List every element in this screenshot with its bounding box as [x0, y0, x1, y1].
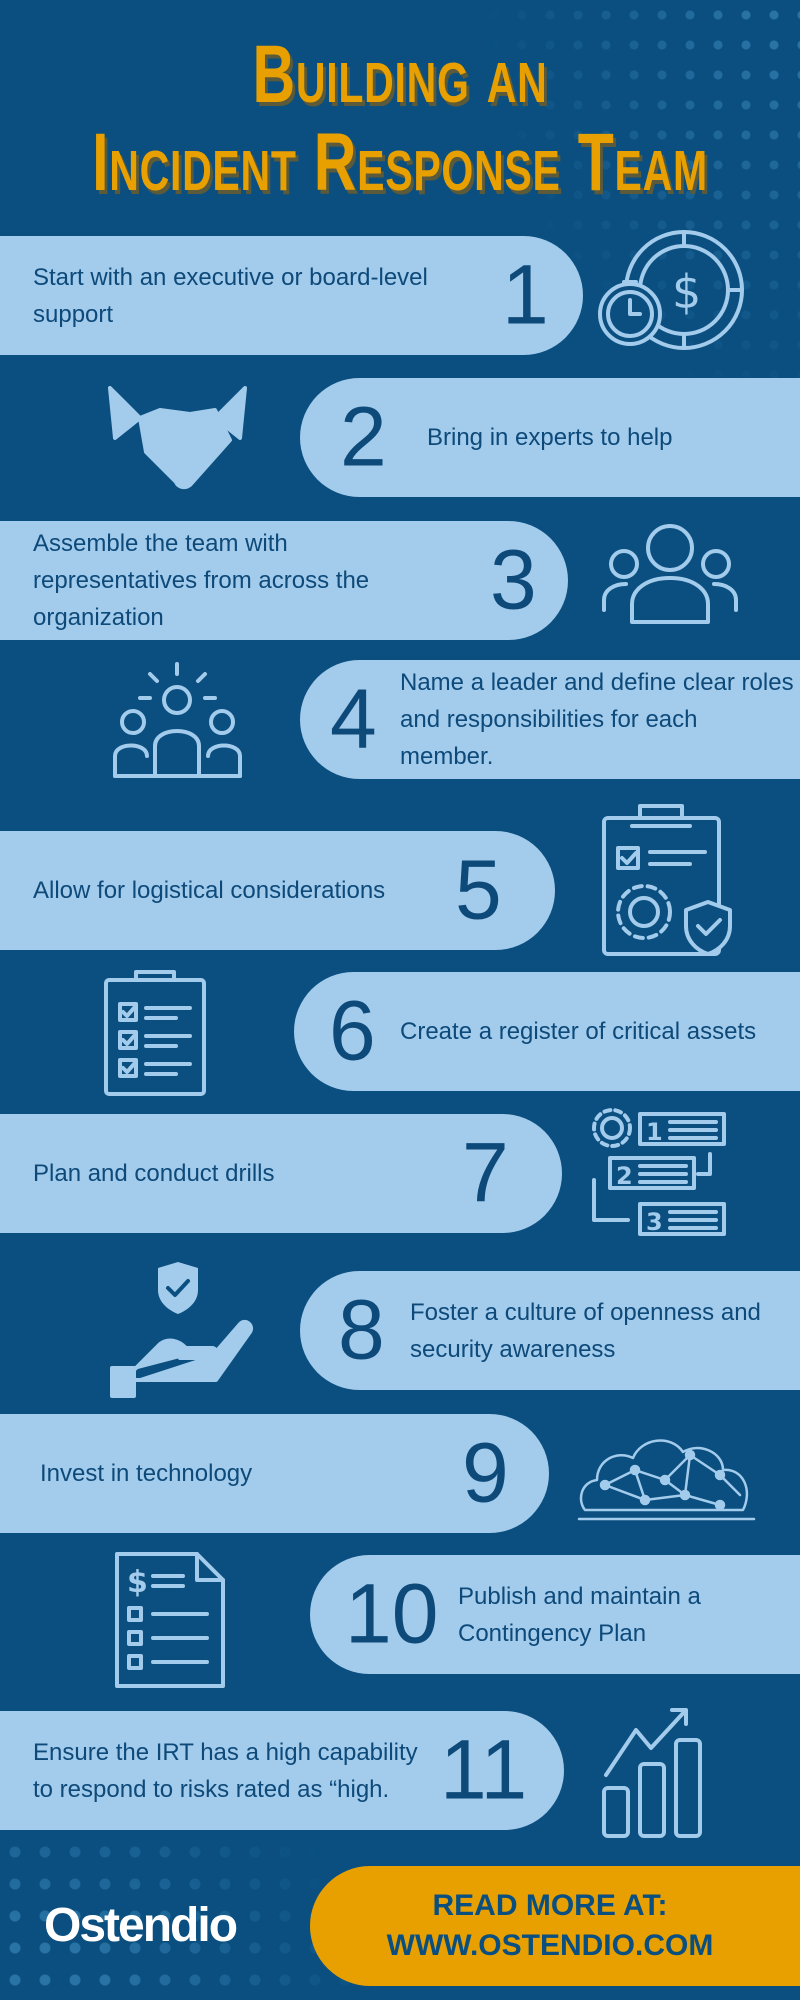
svg-text:3: 3	[646, 1208, 663, 1236]
step-number: 4	[330, 670, 377, 765]
step-11: Ensure the IRT has a high capability to …	[0, 1711, 564, 1830]
step-number: 8	[338, 1281, 385, 1376]
step-text: Start with an executive or board-level s…	[33, 263, 428, 328]
step-text: Create a register of critical assets	[400, 1018, 757, 1045]
stopwatch-coin-icon: $	[592, 228, 752, 358]
step-number: 9	[462, 1424, 509, 1519]
step-text: Plan and conduct drills	[33, 1160, 275, 1187]
handshake-icon	[105, 383, 250, 508]
step-number: 7	[462, 1124, 509, 1219]
step-8: 8 Foster a culture of openness and secur…	[300, 1271, 800, 1390]
read-more-link[interactable]: READ MORE AT: WWW.OSTENDIO.COM	[310, 1866, 800, 1986]
step-text: Ensure the IRT has a high capability to …	[33, 1738, 418, 1803]
step-9: Invest in technology 9	[0, 1414, 549, 1533]
step-number: 3	[490, 531, 537, 626]
title-line-2: Incident Response Team	[92, 117, 708, 208]
step-5: Allow for logistical considerations 5	[0, 831, 555, 950]
step-text: Publish and maintain a Contingency Plan	[458, 1582, 701, 1647]
ostendio-logo: Ostendio	[44, 1899, 238, 1952]
step-number: 6	[329, 982, 376, 1077]
leader-team-icon	[110, 660, 245, 780]
step-3: Assemble the team with representatives f…	[0, 521, 568, 640]
growth-chart-icon	[600, 1705, 760, 1840]
clipboard-gear-shield-icon	[600, 800, 740, 960]
cta-line-2[interactable]: WWW.OSTENDIO.COM	[386, 1929, 714, 1962]
step-text: Bring in experts to help	[427, 424, 673, 451]
step-1: Start with an executive or board-level s…	[0, 236, 583, 355]
step-number: 2	[340, 388, 387, 483]
step-text: Foster a culture of openness and securit…	[410, 1298, 761, 1363]
cta-line-1: READ MORE AT:	[432, 1889, 668, 1922]
checklist-icon	[100, 968, 210, 1098]
step-10: 10 Publish and maintain a Contingency Pl…	[310, 1555, 800, 1674]
step-2: 2 Bring in experts to help	[300, 378, 800, 497]
step-text: Name a leader and define clear roles and…	[400, 669, 794, 770]
title-line-1: Building an	[252, 29, 548, 120]
step-number: 10	[345, 1565, 439, 1660]
network-cloud-icon	[575, 1425, 760, 1525]
step-4: 4 Name a leader and define clear roles a…	[300, 660, 800, 779]
step-number: 11	[440, 1721, 528, 1816]
step-number: 1	[502, 246, 549, 341]
svg-text:$: $	[127, 1565, 148, 1600]
step-text: Invest in technology	[40, 1460, 253, 1487]
step-number: 5	[455, 841, 502, 936]
step-text: Assemble the team with representatives f…	[33, 530, 370, 631]
group-icon	[600, 518, 740, 628]
step-text: Allow for logistical considerations	[33, 877, 386, 904]
svg-text:$: $	[672, 265, 701, 319]
step-6: 6 Create a register of critical assets	[294, 972, 800, 1091]
hand-shield-icon	[110, 1258, 255, 1398]
document-list-icon: $	[113, 1550, 228, 1690]
svg-text:1: 1	[646, 1118, 663, 1146]
svg-text:2: 2	[616, 1162, 633, 1190]
step-7: Plan and conduct drills 7	[0, 1114, 562, 1233]
